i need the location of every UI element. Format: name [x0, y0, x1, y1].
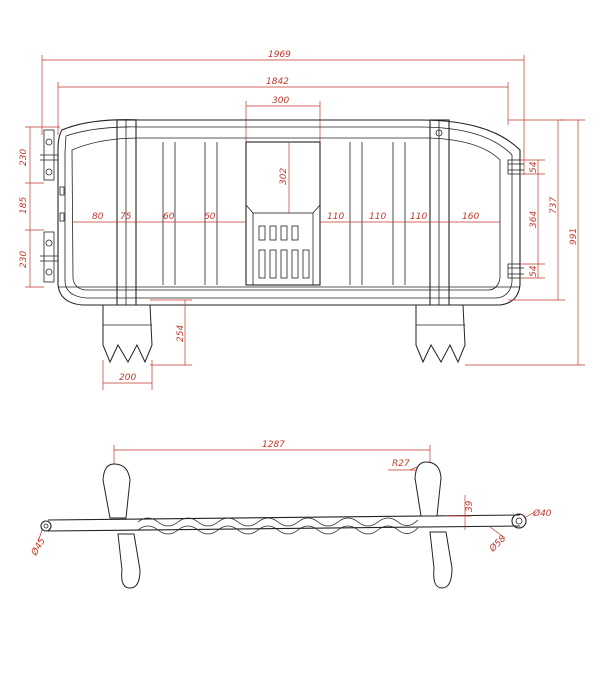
dim-frame-height: 737 [508, 119, 565, 301]
label-spacing-1: 80 [92, 212, 104, 222]
label-left-bottom: 230 [19, 251, 29, 268]
dim-foot-width: 200 [102, 360, 153, 390]
label-spacing-3: 60 [163, 212, 175, 222]
hinge-right-top [507, 159, 524, 175]
dim-frame-width: 1842 [57, 77, 509, 135]
foot-right [415, 304, 466, 364]
label-frame-width: 1842 [266, 77, 289, 87]
dim-foot-height: 254 [150, 299, 192, 366]
label-spacing-2: 75 [120, 212, 132, 222]
label-overall-height: 991 [569, 228, 579, 245]
label-spacing-7: 110 [410, 212, 427, 222]
dim-offset: 39 [445, 495, 475, 530]
label-dia-left: Ø45 [29, 536, 48, 559]
dim-spacing-chain: 80 75 60 60 110 110 110 160 [72, 212, 500, 223]
dim-right-hinge: 54 364 54 [520, 159, 545, 279]
hinge-left-bottom [40, 231, 58, 283]
label-dia-tube: Ø58 [487, 533, 509, 555]
label-spacing-4: 60 [204, 212, 216, 222]
wavy-infill [137, 517, 419, 535]
label-left-top: 230 [19, 149, 29, 166]
foot-right-plan [414, 461, 453, 589]
front-view: 1969 1842 300 [19, 50, 585, 390]
label-radius: R27 [392, 459, 410, 469]
label-inner-height: 364 [529, 211, 539, 228]
label-frame-height: 737 [549, 197, 559, 214]
label-foot-width: 200 [119, 373, 136, 383]
label-offset: 39 [465, 500, 475, 512]
label-spacing-8: 160 [462, 212, 479, 222]
label-left-mid: 185 [19, 197, 29, 214]
dim-overall-height: 991 [465, 119, 585, 366]
label-bottom-hinge-gap: 54 [529, 265, 539, 277]
label-spacing-5: 110 [327, 212, 344, 222]
dim-overall-width: 1969 [41, 50, 525, 175]
foot-left-plan [102, 463, 141, 589]
dim-dia-tube: Ø58 [487, 526, 509, 555]
label-foot-height: 254 [176, 325, 186, 342]
label-gate-height: 302 [279, 168, 289, 185]
dim-dia-right: Ø40 [523, 508, 552, 519]
infill-bars [162, 142, 406, 285]
label-spacing-6: 110 [369, 212, 386, 222]
foot-left [102, 304, 153, 364]
dim-dia-left: Ø45 [29, 529, 48, 559]
label-overall-width: 1969 [268, 50, 291, 60]
dim-left-chain: 230 185 230 [19, 126, 60, 288]
hinge-right-bottom [507, 263, 524, 279]
label-top-hinge-gap: 54 [529, 161, 539, 173]
top-view: 1287 R27 [29, 440, 552, 589]
label-dia-right: Ø40 [532, 508, 552, 519]
gate-panel [245, 141, 321, 286]
top-tube [40, 513, 527, 532]
dim-span: 1287 [113, 440, 431, 470]
hinge-left-top [40, 129, 58, 181]
label-gate-width: 300 [272, 96, 289, 106]
dim-gate-height: 302 [279, 142, 290, 213]
label-span: 1287 [262, 440, 285, 450]
